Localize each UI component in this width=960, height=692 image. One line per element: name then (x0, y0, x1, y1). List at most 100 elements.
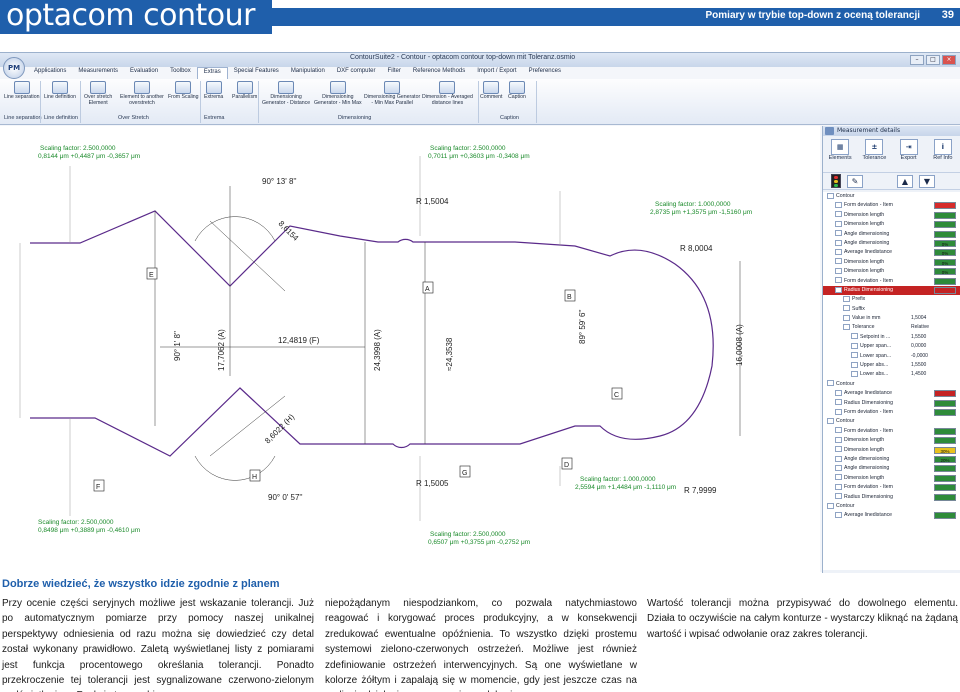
move-down-button[interactable]: ▼ (919, 174, 935, 188)
panel-tool-export[interactable]: ⇥Export (894, 139, 924, 172)
ribbon-group-label: Dimensioning (338, 115, 372, 121)
tree-group[interactable]: Contour (823, 417, 960, 426)
tree-item[interactable]: Average linedistance (823, 389, 960, 398)
ribbon-button-3[interactable]: Element to another overstretch (120, 81, 164, 113)
tree-item[interactable]: Form deviation - Item (823, 408, 960, 417)
dim-r-big-bottom: R 7,9999 (684, 486, 717, 495)
ribbon-button-4[interactable]: From Scaling (168, 81, 199, 113)
article-column-1: Przy ocenie części seryjnych możliwe jes… (2, 596, 314, 692)
tree-item[interactable]: Radius Dimensioning (823, 493, 960, 502)
traffic-light-icon[interactable] (831, 174, 841, 188)
ribbon-button-12[interactable]: Caption (508, 81, 526, 113)
panel-tool-tolerance[interactable]: ±Tolerance (859, 139, 889, 172)
ribbon-button-1[interactable]: Line definition (44, 81, 76, 113)
tree-item[interactable]: Form deviation - Item (823, 277, 960, 286)
measurement-icon (835, 277, 842, 284)
menu-item-filter[interactable]: Filter (387, 68, 401, 74)
ribbon-button-8[interactable]: Dimensioning Generator - Min Max (314, 81, 362, 113)
tree-item[interactable]: Radius Dimensioning (823, 285, 960, 296)
tree-item[interactable]: Dimension length (823, 211, 960, 220)
dim-arc-angle: 89° 59' 6'' (578, 309, 587, 344)
menu-item-measurements[interactable]: Measurements (78, 68, 119, 74)
minimize-button[interactable]: – (910, 55, 924, 65)
tree-group[interactable]: Contour (823, 502, 960, 511)
tree-item[interactable]: Angle dimensioning (823, 230, 960, 239)
panel-tool-label: Export (900, 155, 917, 161)
tree-item[interactable]: Angle dimensioning (823, 464, 960, 473)
panel-tool-elements[interactable]: ▦Elements (825, 139, 855, 172)
ribbon-button-11[interactable]: Comment (480, 81, 503, 113)
tree-group[interactable]: Contour (823, 380, 960, 389)
measurement-icon (851, 352, 858, 359)
tree-item[interactable]: Lower span...-0,0000 (823, 352, 960, 361)
tree-item[interactable]: Suffix (823, 305, 960, 314)
settings-wrench-button[interactable]: ✎ (847, 174, 863, 188)
ribbon-button-10[interactable]: Dimension - Averaged distance lines (422, 81, 473, 113)
tree-item[interactable]: Prefix (823, 295, 960, 304)
measurement-icon (835, 511, 842, 518)
panel-tool-label: Tolerance (862, 155, 887, 161)
menu-item-special-features[interactable]: Special Features (233, 68, 279, 74)
close-button[interactable]: × (942, 55, 956, 65)
tree-item[interactable]: Radius Dimensioning (823, 399, 960, 408)
tree-item[interactable]: Setpoint in ...1,5500 (823, 333, 960, 342)
contour-profile (30, 210, 714, 457)
menu-item-applications[interactable]: Applications (34, 68, 67, 74)
tolerance-status-badge: 0% (934, 258, 956, 266)
measurement-icon (851, 361, 858, 368)
menu-item-reference-methods[interactable]: Reference Methods (412, 68, 466, 74)
tree-item[interactable]: Dimension length (823, 220, 960, 229)
ribbon-button-0[interactable]: Line separation (4, 81, 39, 113)
folder-icon (827, 192, 834, 199)
tolerance-status-badge: 20% (934, 455, 956, 463)
menu-item-toolbox[interactable]: Toolbox (170, 68, 191, 74)
tree-item[interactable]: Form deviation - Item (823, 483, 960, 492)
tree-item[interactable]: Average linedistance (823, 511, 960, 520)
move-up-button[interactable]: ▲ (897, 174, 913, 188)
tolerance-icon: ± (865, 139, 884, 155)
tree-item[interactable]: Dimension length (823, 436, 960, 445)
tree-item[interactable]: Dimension length (823, 474, 960, 483)
ribbon-button-6[interactable]: Parallelism (232, 81, 257, 113)
ribbon-button-5[interactable]: Extrema (204, 81, 223, 113)
pin-icon[interactable] (825, 127, 834, 135)
measurement-icon (851, 342, 858, 349)
app-orb-button[interactable]: PM (3, 57, 25, 79)
scaling-label-5-title: Scaling factor: 2.500,0000 (430, 531, 506, 538)
menu-item-dxf-computer[interactable]: DXF computer (336, 68, 376, 74)
contour-drawing[interactable]: Scaling factor: 2.500,0000 0,8144 μm +0,… (0, 126, 820, 573)
ribbon-button-label: Line separation (4, 94, 40, 100)
article-text-2: niepożądanym niespodziankom, co pozwala … (325, 598, 637, 692)
dimension-lines (19, 156, 741, 521)
ref-info-icon: i (933, 139, 952, 155)
brand-logo: optacom contour (6, 0, 255, 33)
menu-item-extras[interactable]: Extras (196, 67, 228, 79)
tree-item[interactable]: Lower abs...1,4500 (823, 370, 960, 379)
tree-item[interactable]: Form deviation - Item (823, 427, 960, 436)
drawing-canvas[interactable]: Scaling factor: 2.500,0000 0,8144 μm +0,… (0, 126, 820, 573)
tree-item[interactable]: Upper span...0,0000 (823, 342, 960, 351)
ribbon-button-7[interactable]: Dimensioning Generator - Distance (262, 81, 310, 113)
maximize-button[interactable]: □ (926, 55, 940, 65)
tree-item[interactable]: Upper abs...1,5500 (823, 361, 960, 370)
tolerance-status-badge (934, 437, 956, 445)
menu-item-import-export[interactable]: Import / Export (477, 68, 517, 74)
tolerance-status-badge (934, 230, 956, 238)
ribbon-button-2[interactable]: Over stretch Element (84, 81, 112, 113)
window-title: ContourSuite2 - Contour - optacom contou… (350, 54, 576, 61)
ribbon-button-9[interactable]: Dimensioning Generator - Min Max Paralle… (364, 81, 420, 113)
tree-group[interactable]: Contour (823, 192, 960, 201)
menu-item-preferences[interactable]: Preferences (528, 68, 561, 74)
tree-item[interactable]: Form deviation - Item (823, 201, 960, 210)
menu-item-manipulation[interactable]: Manipulation (290, 68, 325, 74)
menu-item-evaluation[interactable]: Evaluation (130, 68, 159, 74)
